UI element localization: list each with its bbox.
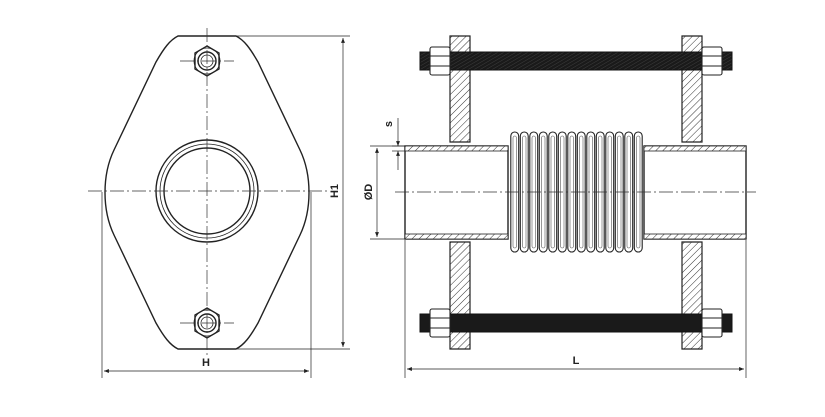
bellows xyxy=(510,131,643,253)
bottom-tie-rod xyxy=(419,313,733,333)
rod-nuts xyxy=(429,46,723,338)
left-flange-plate xyxy=(449,35,471,350)
side-view: s ØD L xyxy=(363,35,756,378)
dimension-h-label: H xyxy=(202,357,210,369)
dimension-s-label: s xyxy=(383,121,395,127)
right-flange-plate xyxy=(681,35,703,350)
front-view: H1 H xyxy=(88,28,350,378)
dimension-l-label: L xyxy=(573,355,580,367)
dimension-diameter-label: ØD xyxy=(363,184,375,201)
pipe-ends xyxy=(404,145,747,240)
top-tie-rod xyxy=(419,51,733,71)
dimension-h1-label: H1 xyxy=(329,184,341,198)
